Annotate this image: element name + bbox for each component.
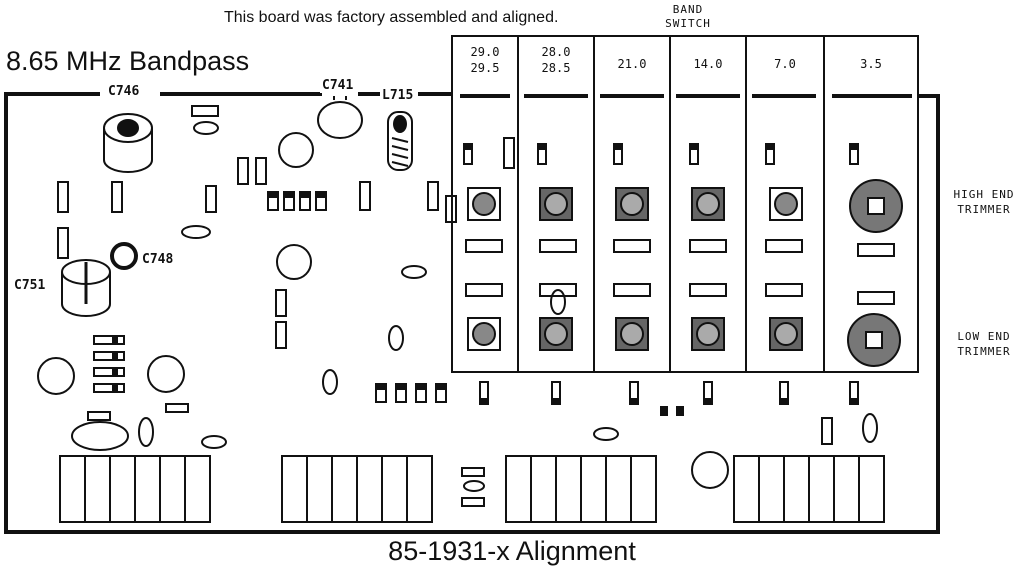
high-end-trimmer-label-line1: HIGH END xyxy=(953,188,1015,201)
trimmer-21 xyxy=(615,187,649,351)
trimmer-3-5 xyxy=(847,179,903,367)
part-label-c746: C746 xyxy=(106,84,142,99)
band-label-29: 29.0 29.5 xyxy=(452,44,518,76)
band-switch-label-line2: SWITCH xyxy=(665,17,711,30)
band-29-line2: 29.5 xyxy=(470,61,500,75)
band-label-21: 21.0 xyxy=(594,56,670,72)
trimmer-14 xyxy=(691,187,725,351)
high-end-trimmer-label-line2: TRIMMER xyxy=(957,203,1011,216)
band-label-3-5: 3.5 xyxy=(824,56,918,72)
factory-note: This board was factory assembled and ali… xyxy=(224,9,559,26)
part-label-c751: C751 xyxy=(12,278,48,293)
band-7-line1: 7.0 xyxy=(774,57,796,71)
low-end-trimmer-label-line1: LOW END xyxy=(957,330,1011,343)
band-3-5-line1: 3.5 xyxy=(860,57,882,71)
band-14-line1: 14.0 xyxy=(693,57,723,71)
figure-caption: 85-1931-x Alignment xyxy=(388,536,636,566)
band-28-line2: 28.5 xyxy=(541,61,571,75)
part-label-c748: C748 xyxy=(140,252,176,267)
part-label-c741: C741 xyxy=(320,78,356,93)
trimmer-29 xyxy=(467,187,501,351)
band-label-7: 7.0 xyxy=(746,56,824,72)
band-label-14: 14.0 xyxy=(670,56,746,72)
trimmer-28 xyxy=(539,187,573,351)
band-21-line1: 21.0 xyxy=(617,57,647,71)
trimmer-7 xyxy=(769,187,803,351)
low-end-trimmer-label-line2: TRIMMER xyxy=(957,345,1011,358)
page-title: 8.65 MHz Bandpass xyxy=(6,46,250,76)
part-label-l715: L715 xyxy=(380,88,416,103)
band-29-line1: 29.0 xyxy=(470,45,500,59)
band-label-28: 28.0 28.5 xyxy=(518,44,594,76)
band-switch-label-line1: BAND xyxy=(672,3,704,16)
band-28-line1: 28.0 xyxy=(541,45,571,59)
